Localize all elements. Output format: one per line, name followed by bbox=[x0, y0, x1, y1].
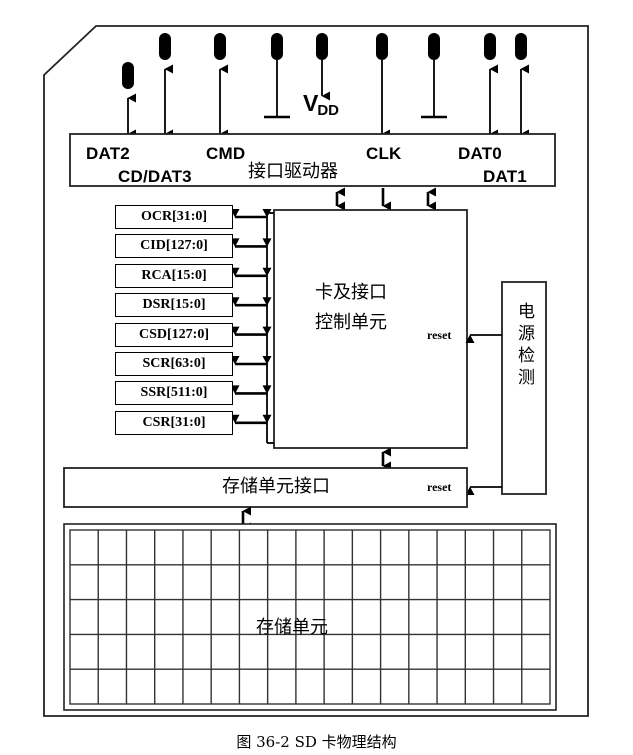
memory-unit-interface-block bbox=[63, 467, 468, 508]
pin-contact-head-dat2 bbox=[122, 62, 134, 89]
pin-contact-head-vss2 bbox=[428, 33, 440, 60]
register-box-rca: RCA[15:0] bbox=[115, 263, 233, 288]
register-box-csr: CSR[31:0] bbox=[115, 410, 233, 435]
pin-contact-head-vdd bbox=[316, 33, 328, 60]
register-label: CSR[31:0] bbox=[142, 414, 206, 430]
card-interface-control-unit-block bbox=[273, 209, 468, 449]
register-box-ssr: SSR[511:0] bbox=[115, 381, 233, 406]
register-label: SCR[63:0] bbox=[142, 356, 206, 371]
pin-vdd bbox=[316, 33, 330, 101]
pin-contact-head-dat0 bbox=[484, 33, 496, 60]
register-label: CSD[127:0] bbox=[139, 326, 209, 342]
register-box-csd: CSD[127:0] bbox=[115, 322, 233, 347]
power-detection-block bbox=[501, 281, 547, 495]
register-box-dsr: DSR[15:0] bbox=[115, 293, 233, 318]
power-detection-label: 电源检测 bbox=[514, 302, 534, 390]
pin-contact-head-cmd bbox=[214, 33, 226, 60]
figure-caption: 图 36-2 SD 卡物理结构 bbox=[236, 733, 397, 751]
control-unit-label-line1: 卡及接口 bbox=[315, 282, 387, 303]
register-arrows-layer bbox=[230, 209, 272, 425]
pin-dat0 bbox=[484, 33, 498, 139]
memory-array-grid bbox=[69, 529, 551, 705]
pin-label-cmd: CMD bbox=[206, 144, 246, 163]
memory-array-grid-border bbox=[69, 529, 551, 705]
register-box-scr: SCR[63:0] bbox=[115, 352, 233, 376]
pin-contact-head-clk bbox=[376, 33, 388, 60]
pin-label-cd_dat3: CD/DAT3 bbox=[118, 167, 192, 186]
pin-clk bbox=[376, 33, 390, 139]
pin-dat1 bbox=[515, 33, 529, 139]
register-label: DSR[15:0] bbox=[142, 297, 206, 313]
pin-dat2 bbox=[122, 62, 136, 139]
register-box-ocr: OCR[31:0] bbox=[115, 205, 233, 229]
pin-label-vdd: VDD bbox=[303, 90, 340, 119]
register-label: SSR[511:0] bbox=[140, 385, 208, 401]
control-unit-reset-label: reset bbox=[427, 328, 452, 342]
pin-contact-head-dat1 bbox=[515, 33, 527, 60]
pin-vss2 bbox=[421, 33, 447, 119]
pin-connectors-layer bbox=[122, 33, 529, 139]
register-label: RCA[15:0] bbox=[141, 267, 207, 283]
pin-label-dat1: DAT1 bbox=[483, 167, 527, 186]
memory-interface-reset-label: reset bbox=[427, 480, 452, 494]
memory-array-label: 存储单元 bbox=[256, 617, 328, 638]
pin-contact-head-cd_dat3 bbox=[159, 33, 171, 60]
pin-vss1 bbox=[264, 33, 290, 119]
pin-label-dat2: DAT2 bbox=[86, 144, 130, 163]
register-label: OCR[31:0] bbox=[140, 209, 208, 224]
interface-driver-label: 接口驱动器 bbox=[248, 161, 338, 182]
memory-interface-label: 存储单元接口 bbox=[222, 476, 330, 497]
register-label: CID[127:0] bbox=[140, 238, 208, 254]
pin-contact-head-vss1 bbox=[271, 33, 283, 60]
control-unit-label-line2: 控制单元 bbox=[315, 312, 387, 333]
register-box-cid: CID[127:0] bbox=[115, 234, 233, 259]
pin-cmd bbox=[214, 33, 228, 139]
pin-cd_dat3 bbox=[159, 33, 173, 139]
pin-label-clk: CLK bbox=[366, 144, 402, 163]
interface-driver-block bbox=[69, 133, 556, 187]
pin-label-dat0: DAT0 bbox=[458, 144, 502, 163]
